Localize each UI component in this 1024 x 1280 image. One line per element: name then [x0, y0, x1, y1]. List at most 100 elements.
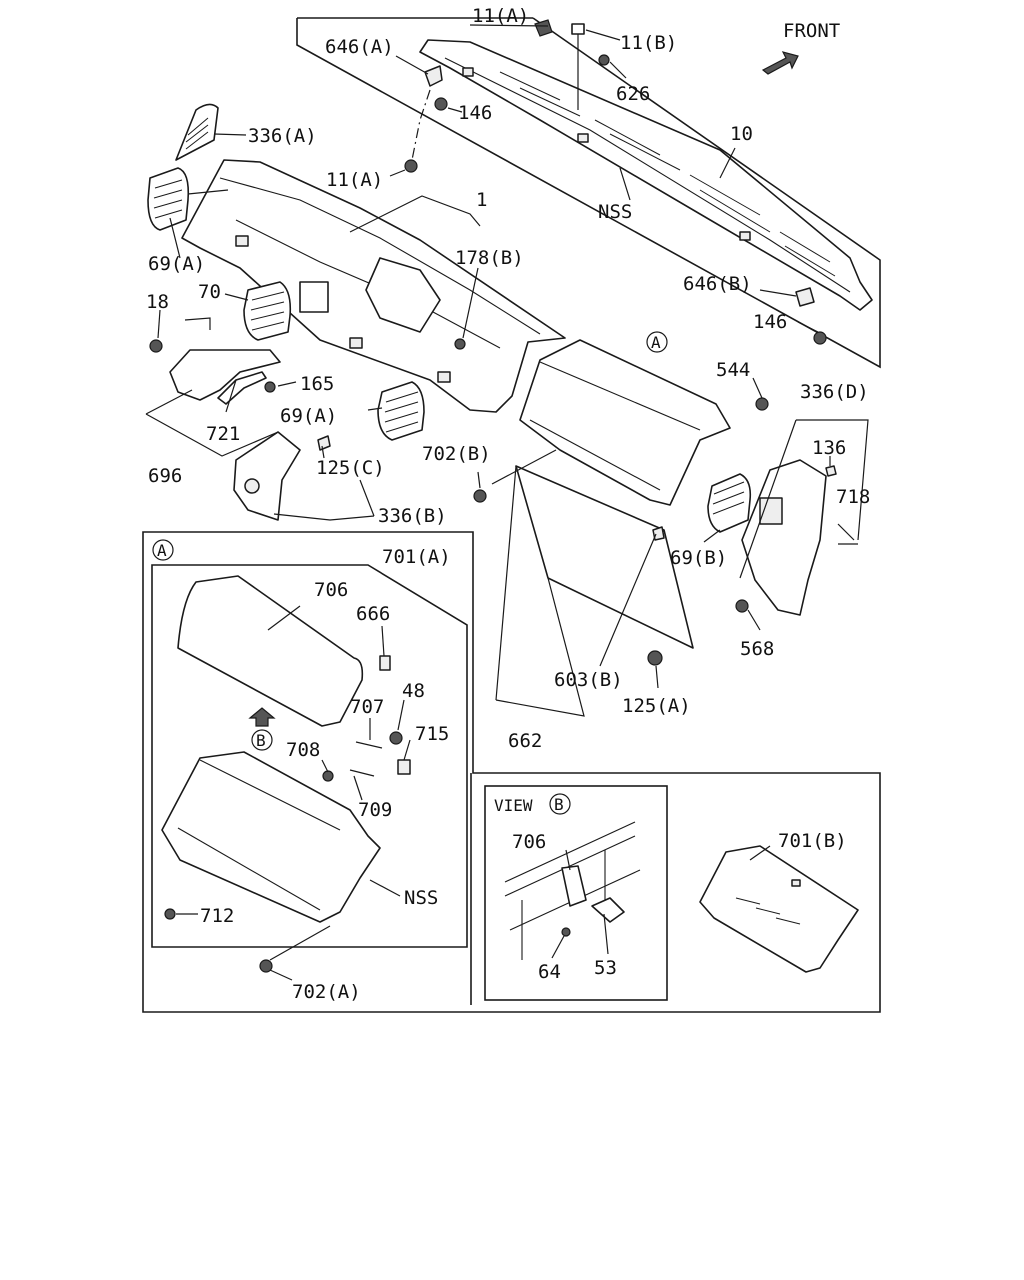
glovebox-tray-edge-2: [177, 827, 321, 911]
tray-701b-tab: [791, 879, 801, 887]
defroster-clip-3: [739, 231, 751, 241]
label-70: 70: [198, 281, 221, 303]
label-69a-left: 69(A): [148, 253, 205, 275]
label-715: 715: [415, 723, 449, 745]
side-vent-336a-grille: [185, 117, 209, 150]
label-336d: 336(D): [800, 381, 869, 403]
part-1-instrument-panel: [181, 159, 566, 413]
instrument-panel-bracket: [299, 281, 329, 313]
label-701a: 701(A): [382, 546, 451, 568]
label-702a: 702(A): [292, 981, 361, 1003]
view-b-clip-53: [591, 897, 625, 923]
label-701b: 701(B): [778, 830, 847, 852]
view-b-detail: [504, 821, 641, 960]
label-721: 721: [206, 423, 240, 445]
bolt-709-icon: [349, 769, 375, 777]
label-178b: 178(B): [455, 247, 524, 269]
ref-circle-a-detail: [152, 539, 174, 561]
frame-detail-outer: [142, 531, 881, 1013]
label-18: 18: [146, 291, 169, 313]
part-labels: 11(A) 11(B) 646(A) 626 146 336(A) 10 11(…: [146, 5, 870, 1003]
ref-circle-a-upper: [646, 331, 668, 353]
frame-lines: [142, 17, 881, 1013]
label-626: 626: [616, 83, 650, 105]
top-fasteners: [404, 19, 827, 345]
clip-646a-icon: [424, 65, 443, 87]
label-544: 544: [716, 359, 750, 381]
screw-11a-mid-icon: [404, 159, 418, 173]
label-48: 48: [402, 680, 425, 702]
view-b-rail-1: [504, 821, 636, 883]
lower-cover-336b-hole: [244, 478, 260, 494]
lower-cover-336b-body: [233, 431, 301, 521]
defroster-panel-edge: [444, 57, 851, 293]
clip-626-icon: [598, 54, 610, 66]
label-10: 10: [730, 123, 753, 145]
label-708: 708: [286, 739, 320, 761]
nut-48-icon: [389, 731, 403, 745]
part-662-panel: [515, 465, 694, 666]
instrument-panel-top-edge: [219, 177, 541, 335]
screw-568-icon: [735, 599, 749, 613]
label-165: 165: [300, 373, 334, 395]
part-336a-side-vent: [175, 103, 219, 161]
trim-696-bracket: [184, 317, 211, 330]
vent-69a-center-grille: [384, 391, 419, 433]
frame-top: [296, 17, 881, 369]
part-696-lower-trim: [149, 317, 281, 405]
label-336a: 336(A): [248, 125, 317, 147]
ref-b-detail: B: [256, 731, 266, 750]
label-11a-mid: 11(A): [326, 169, 383, 191]
label-11a-top: 11(A): [472, 5, 529, 27]
label-646a: 646(A): [325, 36, 394, 58]
ref-circle-b-detail: [251, 729, 273, 751]
label-53: 53: [594, 957, 617, 979]
defroster-clip-1: [462, 67, 474, 77]
label-709: 709: [358, 799, 392, 821]
vent-69b-body: [707, 473, 752, 533]
clip-646b-icon: [795, 287, 815, 307]
label-702b: 702(B): [422, 443, 491, 465]
clip-178b-icon: [454, 338, 466, 350]
side-vent-336a-body: [175, 103, 219, 161]
view-b-screw-64: [561, 927, 571, 937]
label-view: VIEW: [494, 796, 533, 815]
clip-146-top-icon: [434, 97, 448, 111]
label-69a-center: 69(A): [280, 405, 337, 427]
glovebox-upper-body: [519, 339, 731, 506]
defroster-clip-2: [577, 133, 589, 143]
vent-70: [243, 281, 292, 341]
front-indicator: FRONT: [761, 20, 840, 75]
label-706-view: 706: [512, 831, 546, 853]
label-712: 712: [200, 905, 234, 927]
label-662: 662: [508, 730, 542, 752]
lower-trim-696-body: [169, 349, 281, 401]
label-69b: 69(B): [670, 547, 727, 569]
bolt-707-icon: [355, 741, 383, 749]
centerline-11a: [411, 89, 431, 161]
label-125a: 125(A): [622, 695, 691, 717]
label-568: 568: [740, 638, 774, 660]
vent-69a-center-body: [377, 381, 425, 441]
panel-tab-3: [437, 371, 451, 383]
front-label: FRONT: [783, 20, 840, 42]
panel-tab-2: [349, 337, 363, 349]
vent-69b-grille: [712, 481, 745, 515]
glovebox-lower-edge: [529, 419, 661, 491]
clip-125a-icon: [647, 650, 663, 666]
detail-a-glovebox: [161, 575, 411, 973]
clip-702b-icon: [473, 489, 487, 503]
tray-701b-slots: [735, 897, 801, 925]
glovebox-tray-body: [161, 751, 381, 923]
clip-165-icon: [264, 381, 276, 393]
glovebox-assembly-upper: [473, 339, 769, 506]
ref-b-view: B: [554, 795, 564, 814]
glovebox-tray-edge-1: [199, 759, 341, 831]
label-707: 707: [350, 696, 384, 718]
bracket-715-icon: [397, 759, 411, 775]
clip-666-icon: [379, 655, 391, 671]
assembly-up-arrow-icon: [248, 707, 276, 727]
defroster-grille: [499, 71, 836, 277]
clip-702a-icon: [259, 959, 273, 973]
